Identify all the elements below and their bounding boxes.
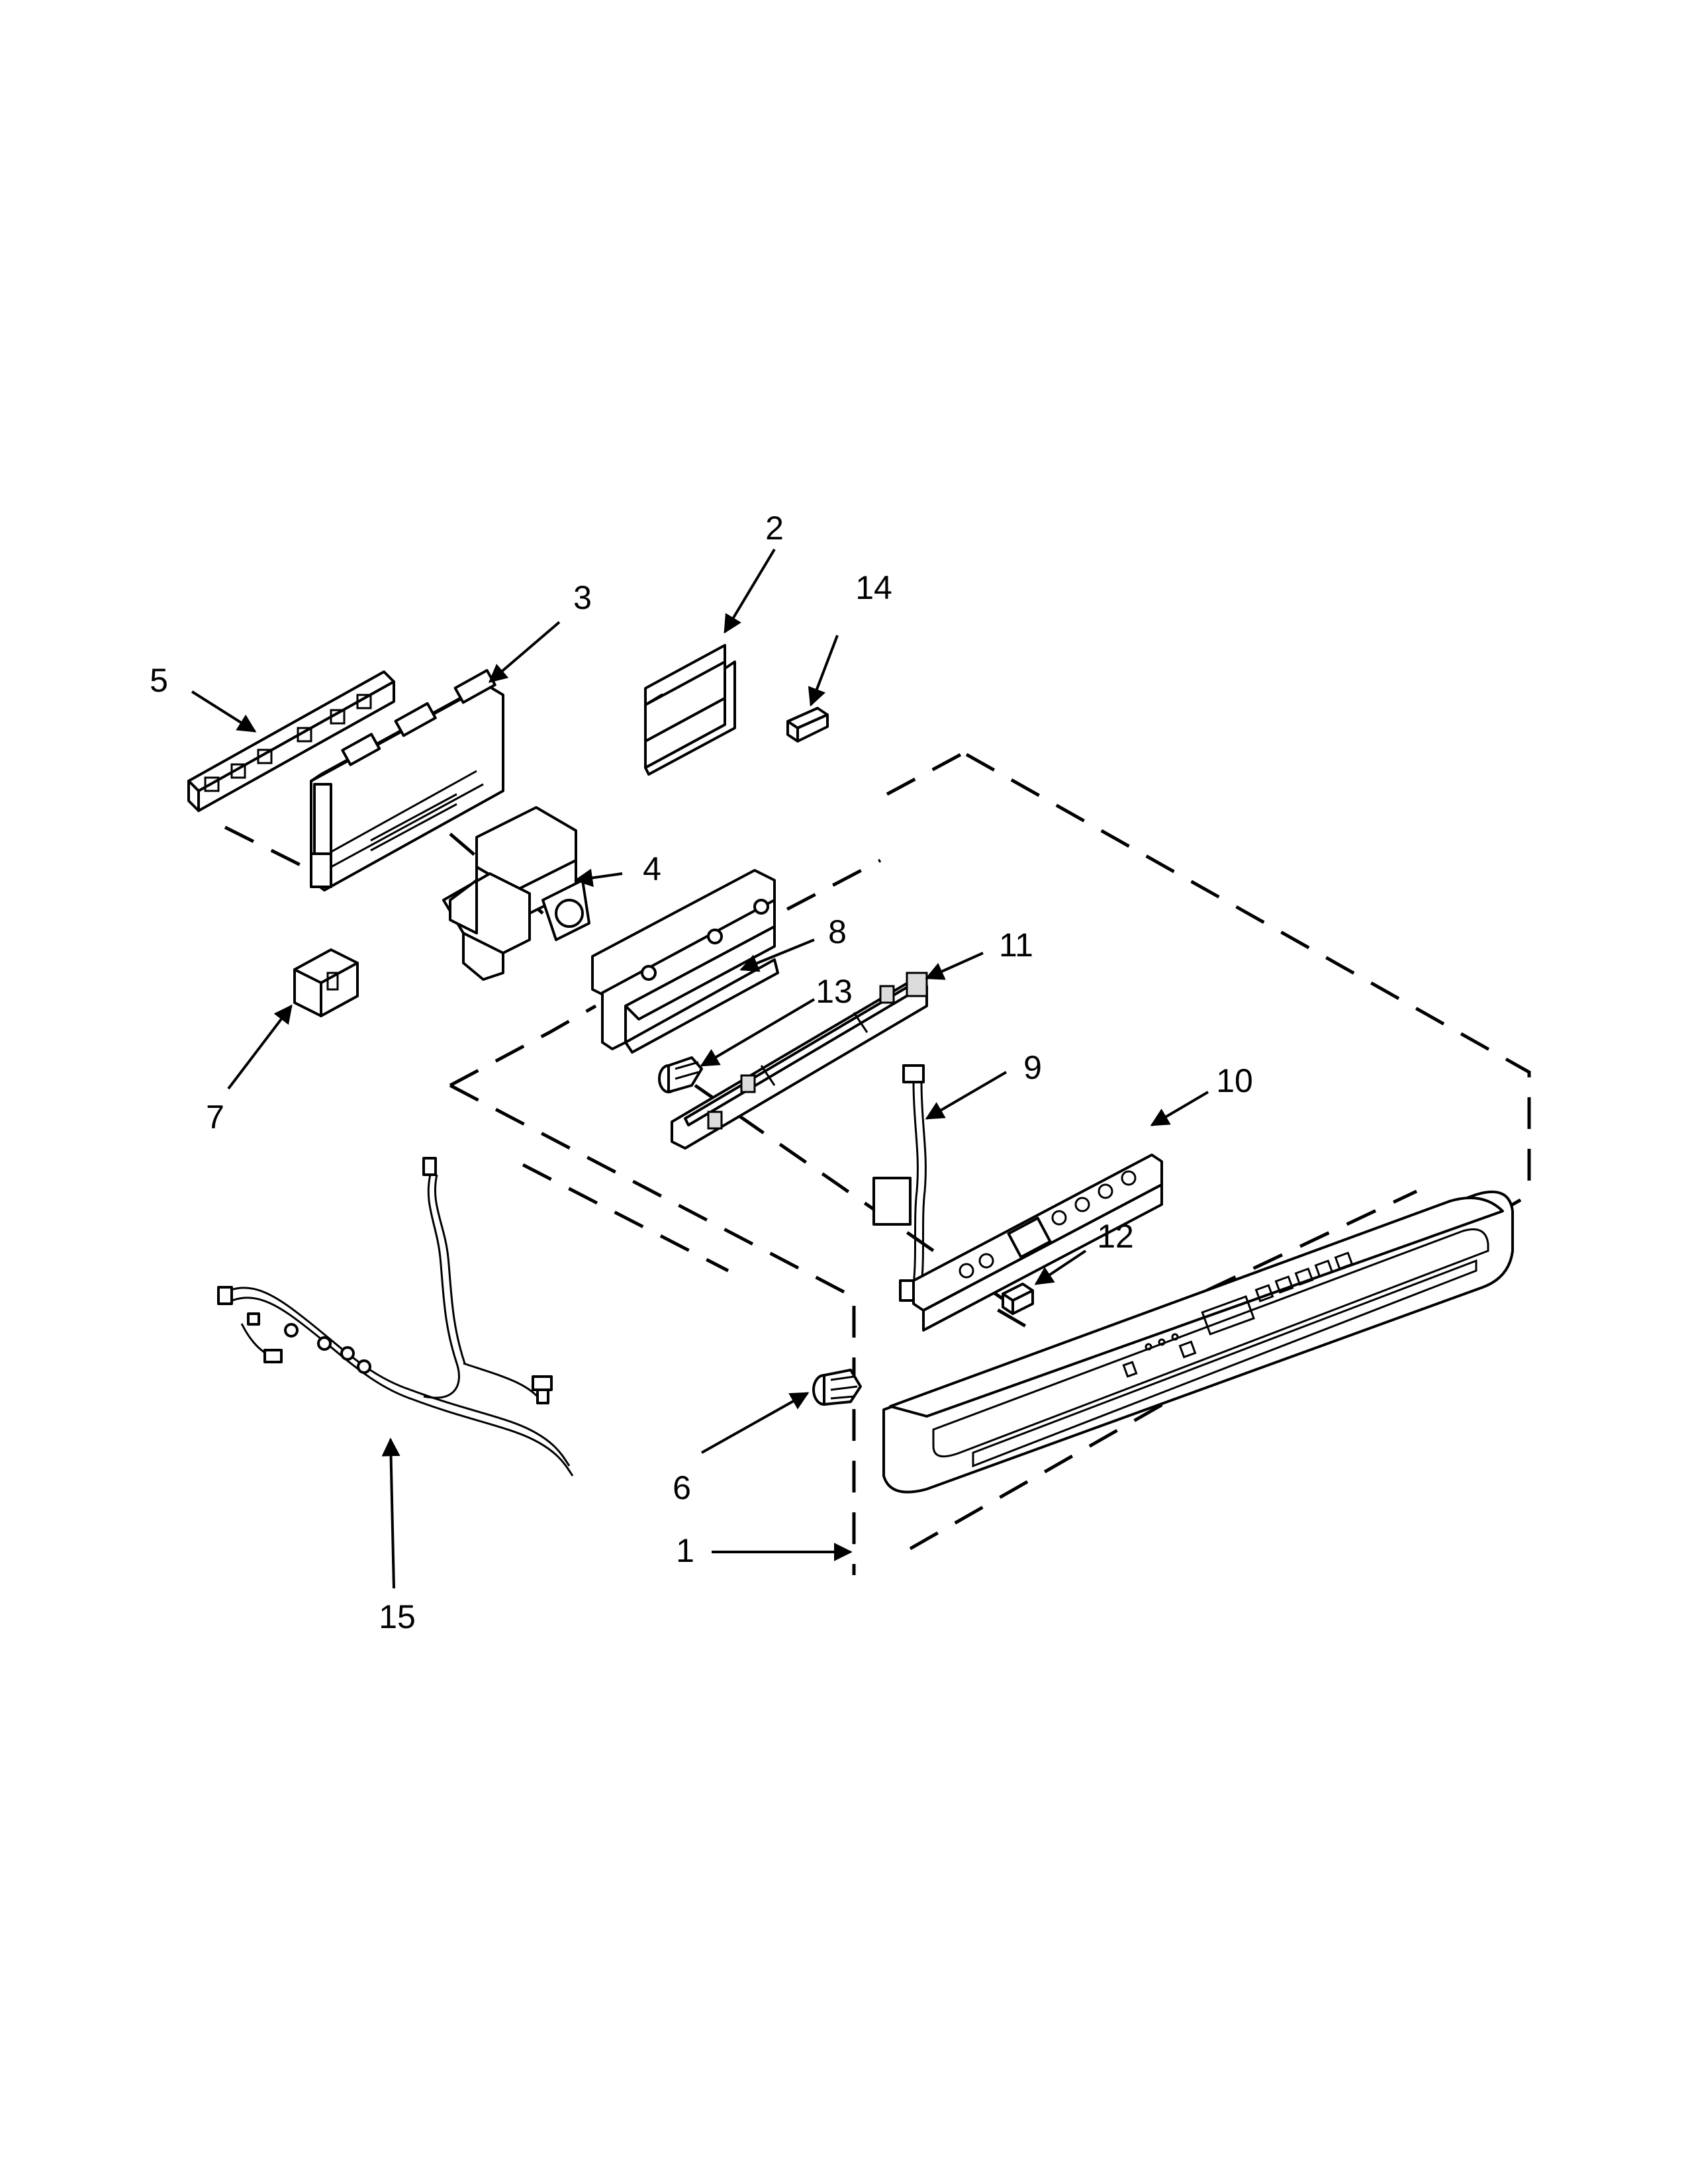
callout-14: 14 [855,569,892,606]
callout-8: 8 [828,913,847,950]
callout-1: 1 [676,1532,694,1569]
part-8-channel-bracket [591,869,779,1054]
assembly-outline [224,746,1537,1575]
part-15-wire-harness [217,1157,574,1477]
callout-5: 5 [150,662,168,699]
part-9-wire-harness [872,1064,931,1302]
part-1-console-panel [882,1190,1514,1494]
part-14-clip [786,707,829,743]
part-3-control-board [310,668,504,891]
part-12-spacer [1002,1283,1034,1315]
callout-labels: 2 3 14 5 4 8 11 13 9 10 7 12 6 1 15 [150,510,1253,1635]
callout-4: 4 [643,850,661,887]
part-4-latch [442,806,590,981]
callout-6: 6 [673,1469,691,1506]
part-13-screw [658,1056,703,1093]
part-11-board-rail [671,972,928,1150]
callout-3: 3 [573,579,592,616]
callout-2: 2 [765,510,784,547]
part-2-bracket [644,644,736,776]
callout-12: 12 [1097,1218,1134,1255]
part-7-clip [293,948,359,1017]
callout-9: 9 [1023,1049,1042,1086]
callout-11: 11 [999,927,1033,964]
part-6-screw [812,1369,862,1406]
callout-13: 13 [816,973,853,1010]
callout-15: 15 [379,1598,416,1635]
part-10-ui-board [912,1154,1163,1332]
callout-7: 7 [206,1099,224,1136]
part-5-terminal-strip [187,670,395,812]
leader-lines [191,548,1209,1589]
callout-10: 10 [1216,1062,1253,1099]
